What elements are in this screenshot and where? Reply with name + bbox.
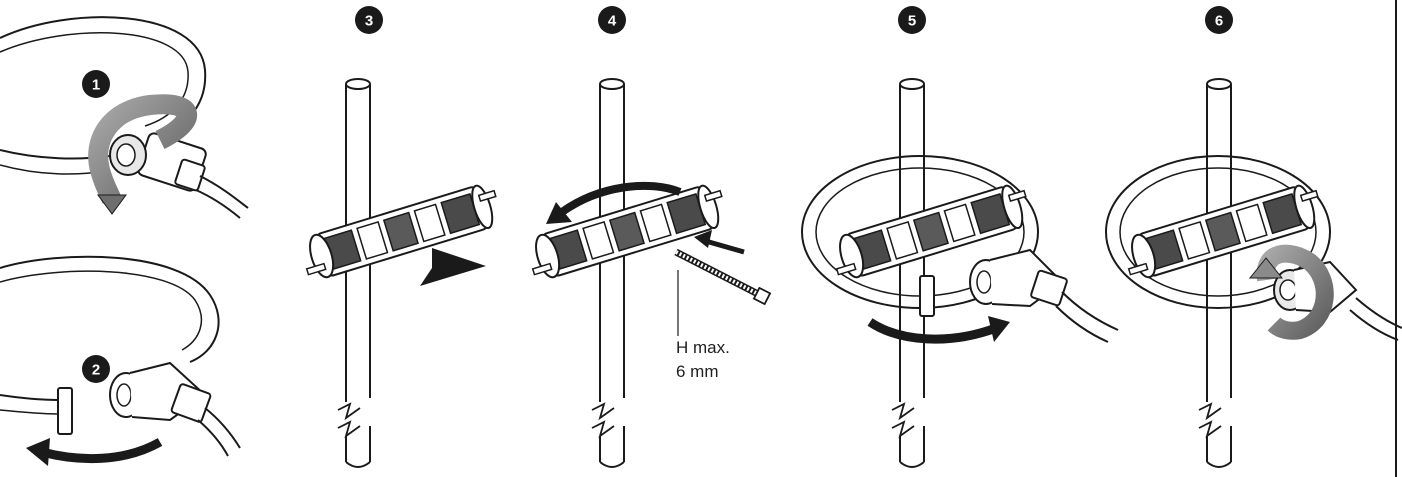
wrap-arrow-4: [559, 181, 682, 216]
step-badge-1: [82, 70, 110, 98]
panel-step-3: 3: [305, 6, 497, 468]
clip-2: [57, 387, 73, 435]
push-arrow-3: [420, 248, 486, 286]
rotate-arrow-5-head: [988, 316, 1010, 342]
connector-1: [137, 132, 249, 219]
panel-step-1: 1: [0, 16, 249, 219]
connector-5: [969, 248, 1119, 343]
panel-step-5: 5: [801, 6, 1119, 468]
pull-arrow-2: [40, 438, 163, 464]
step-badge-5: [898, 6, 926, 34]
conductor-5: [891, 78, 925, 468]
cable-loop-2: [0, 255, 220, 363]
annotation-h-max: H max.: [676, 338, 730, 357]
conductor-6: [1198, 78, 1232, 468]
step-badge-4: [598, 6, 626, 34]
connector-2: [109, 361, 241, 457]
step-badge-6: [1205, 6, 1233, 34]
rotate-arrow-5: [867, 318, 998, 344]
step-badge-2: [82, 355, 110, 383]
sensor-module-4: [531, 184, 723, 279]
annotation-6mm: 6 mm: [676, 362, 719, 381]
clip-5: [919, 275, 935, 317]
step-number-1: 1: [92, 77, 100, 94]
cable-tie-4: [674, 248, 772, 306]
wrap-arrow-4-head: [546, 202, 572, 224]
insert-arrow-4: [694, 230, 712, 248]
step-number-3: 3: [365, 13, 373, 30]
step-number-4: 4: [608, 13, 617, 30]
sensor-module-5: [835, 184, 1027, 279]
panel-step-4: 4: [531, 6, 772, 468]
tighten-arrow-6: [1256, 244, 1334, 340]
step-badge-3: [355, 6, 383, 34]
panel-step-6: 6: [1105, 6, 1402, 468]
step-number-6: 6: [1215, 13, 1223, 30]
sensor-module-3: [305, 184, 497, 279]
panel-step-2: 2: [0, 255, 241, 466]
sensor-module-6: [1127, 184, 1319, 279]
cable-loop-2-inner: [0, 270, 203, 351]
pull-arrow-2-head: [26, 438, 50, 466]
rotate-arrow-1: [88, 94, 197, 205]
step-number-5: 5: [908, 13, 916, 30]
cable-loop-6: [1105, 155, 1331, 309]
conductor-4: [591, 78, 625, 468]
rotate-arrow-1-head: [97, 194, 127, 215]
step-number-2: 2: [92, 362, 100, 379]
tighten-arrow-6-head: [1248, 257, 1284, 279]
